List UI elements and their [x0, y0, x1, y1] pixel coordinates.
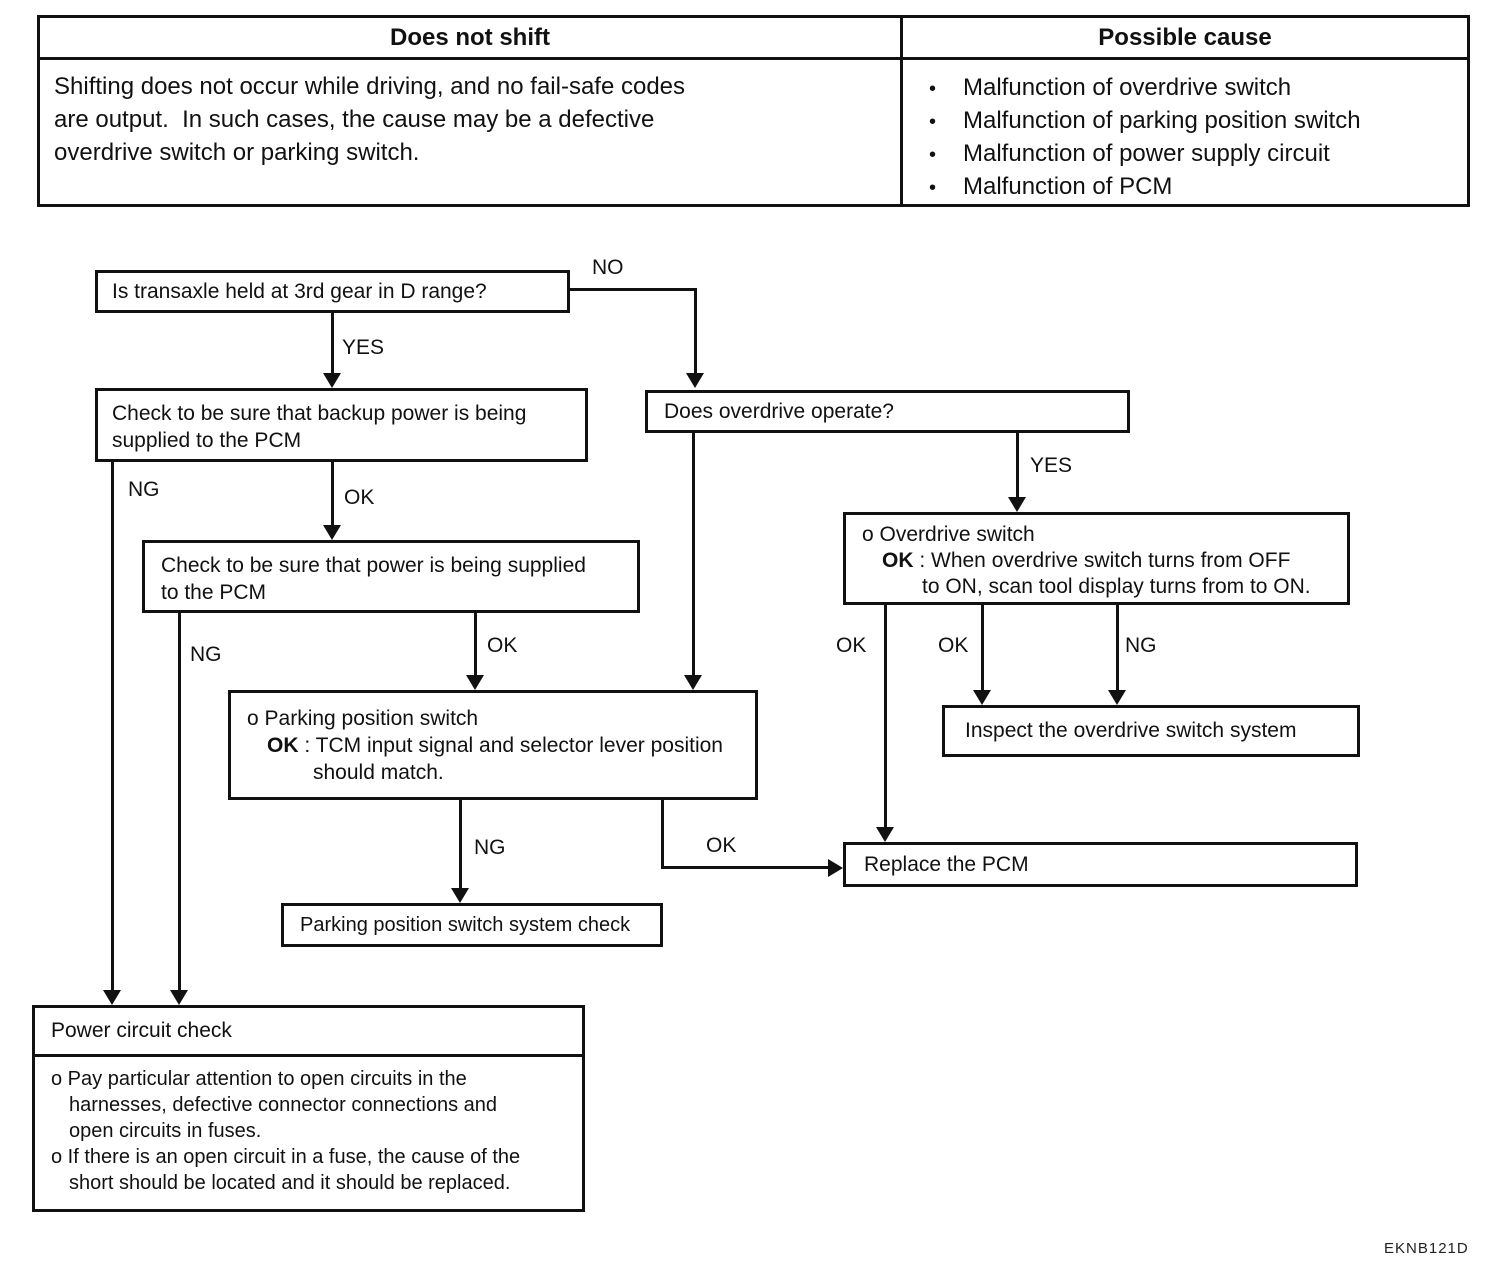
connector-ok-od-mid-line [981, 605, 984, 691]
connector-yes2-line [1016, 432, 1019, 498]
label-ng-backup: NG [128, 478, 160, 501]
bullet-icon: • [929, 78, 937, 100]
cause-item: • Malfunction of parking position switch [929, 105, 1467, 138]
arrow-down-icon [684, 675, 702, 690]
table-header-row: Does not shift Possible cause [40, 18, 1467, 60]
node-text-line: to the PCM [161, 581, 267, 604]
node-text-line: o Parking position switch [247, 707, 479, 730]
arrow-down-icon [1008, 497, 1026, 512]
note-line: short should be located and it should be… [69, 1172, 511, 1194]
symptom-line: overdrive switch or parking switch. [54, 139, 420, 166]
node-overdrive-switch-check: o Overdrive switch OK : When overdrive s… [843, 512, 1350, 605]
connector-ng-od-line [1116, 605, 1119, 691]
figure-code: EKNB121D [1384, 1240, 1469, 1257]
label-ok-od-mid: OK [938, 634, 969, 657]
node-check-backup-power: Check to be sure that backup power is be… [95, 388, 588, 462]
connector-yes1-line [331, 312, 334, 374]
cause-text: Malfunction of parking position switch [963, 107, 1361, 134]
condition-text: : TCM input signal and selector lever po… [298, 734, 723, 757]
node-text-line: OK : When overdrive switch turns from OF… [882, 548, 1347, 574]
node-text-line: OK : TCM input signal and selector lever… [267, 732, 755, 759]
cause-header: Possible cause [1098, 23, 1272, 51]
cause-item: • Malfunction of PCM [929, 171, 1467, 204]
connector-odq-parking-line [692, 432, 695, 676]
node-parking-switch-system-check: Parking position switch system check [281, 903, 663, 947]
cause-text: Malfunction of PCM [963, 173, 1173, 200]
label-ng-parking: NG [474, 836, 506, 859]
arrow-down-icon [876, 827, 894, 842]
arrow-down-icon [1108, 690, 1126, 705]
label-no1: NO [592, 256, 624, 279]
node-transaxle-question: Is transaxle held at 3rd gear in D range… [95, 270, 570, 313]
label-yes1: YES [342, 336, 385, 359]
condition-text: : When overdrive switch turns from OFF [913, 549, 1291, 572]
connector-ok-power-line [474, 613, 477, 676]
node-text-line: to ON, scan tool display turns from to O… [922, 575, 1311, 598]
arrow-down-icon [323, 373, 341, 388]
table-body-row: Shifting does not occur while driving, a… [40, 60, 1467, 204]
node-inspect-overdrive-system: Inspect the overdrive switch system [942, 705, 1360, 757]
symptom-text: Shifting does not occur while driving, a… [40, 60, 903, 204]
label-ok-backup: OK [344, 486, 375, 509]
connector-no-hline [568, 288, 697, 291]
arrow-down-icon [973, 690, 991, 705]
connector-ng-parking-line [459, 800, 462, 889]
cause-text: Malfunction of overdrive switch [963, 74, 1292, 101]
arrow-down-icon [170, 990, 188, 1005]
connector-ok-od-left-line [884, 605, 887, 828]
arrow-down-icon [686, 373, 704, 388]
arrow-down-icon [451, 888, 469, 903]
bullet-icon: • [929, 111, 937, 133]
note-line: o If there is an open circuit in a fuse,… [51, 1146, 521, 1168]
note-line: o Pay particular attention to open circu… [51, 1068, 467, 1090]
node-text-line: should match. [313, 761, 444, 784]
note-line: harnesses, defective connector connectio… [69, 1094, 498, 1116]
node-text-line: Check to be sure that power is being sup… [161, 554, 586, 577]
node-power-circuit-check: Power circuit check o Pay particular att… [32, 1005, 585, 1212]
node-text-line: Check to be sure that backup power is be… [112, 402, 527, 425]
ok-keyword: OK [882, 549, 914, 572]
connector-ng-backup-line [111, 462, 114, 991]
node-check-power: Check to be sure that power is being sup… [142, 540, 640, 613]
bullet-icon: • [929, 177, 937, 199]
arrow-right-icon [828, 859, 843, 877]
label-ok-od-left: OK [836, 634, 867, 657]
note-line: open circuits in fuses. [69, 1120, 262, 1142]
label-ng-power: NG [190, 643, 222, 666]
label-yes2: YES [1030, 454, 1073, 477]
label-ok-power: OK [487, 634, 518, 657]
ok-keyword: OK [267, 734, 299, 757]
node-text-line: supplied to the PCM [112, 429, 302, 452]
symptom-cause-table: Does not shift Possible cause Shifting d… [37, 15, 1470, 207]
cause-item: • Malfunction of overdrive switch [929, 72, 1467, 105]
cause-text: Malfunction of power supply circuit [963, 140, 1330, 167]
node-text-line: o Overdrive switch [862, 523, 1035, 546]
symptom-header: Does not shift [40, 18, 903, 57]
cause-list: • Malfunction of overdrive switch • Malf… [903, 60, 1467, 204]
connector-ng-power-line [178, 613, 181, 991]
bullet-icon: • [929, 144, 937, 166]
arrow-down-icon [323, 525, 341, 540]
connector-ok-parking-vline [661, 800, 664, 869]
node-replace-pcm: Replace the PCM [843, 842, 1358, 887]
node-parking-switch-check: o Parking position switch OK : TCM input… [228, 690, 758, 800]
arrow-down-icon [466, 675, 484, 690]
connector-no-vline [694, 288, 697, 374]
power-circuit-title: Power circuit check [35, 1008, 582, 1057]
symptom-line: are output. In such cases, the cause may… [54, 106, 655, 133]
power-circuit-notes: o Pay particular attention to open circu… [35, 1057, 582, 1196]
arrow-down-icon [103, 990, 121, 1005]
symptom-line: Shifting does not occur while driving, a… [54, 73, 686, 100]
connector-ok-parking-hline [661, 866, 829, 869]
label-ok-parking: OK [706, 834, 737, 857]
label-ng-od: NG [1125, 634, 1157, 657]
connector-ok-backup-line [331, 462, 334, 526]
cause-item: • Malfunction of power supply circuit [929, 138, 1467, 171]
node-overdrive-question: Does overdrive operate? [645, 390, 1130, 433]
